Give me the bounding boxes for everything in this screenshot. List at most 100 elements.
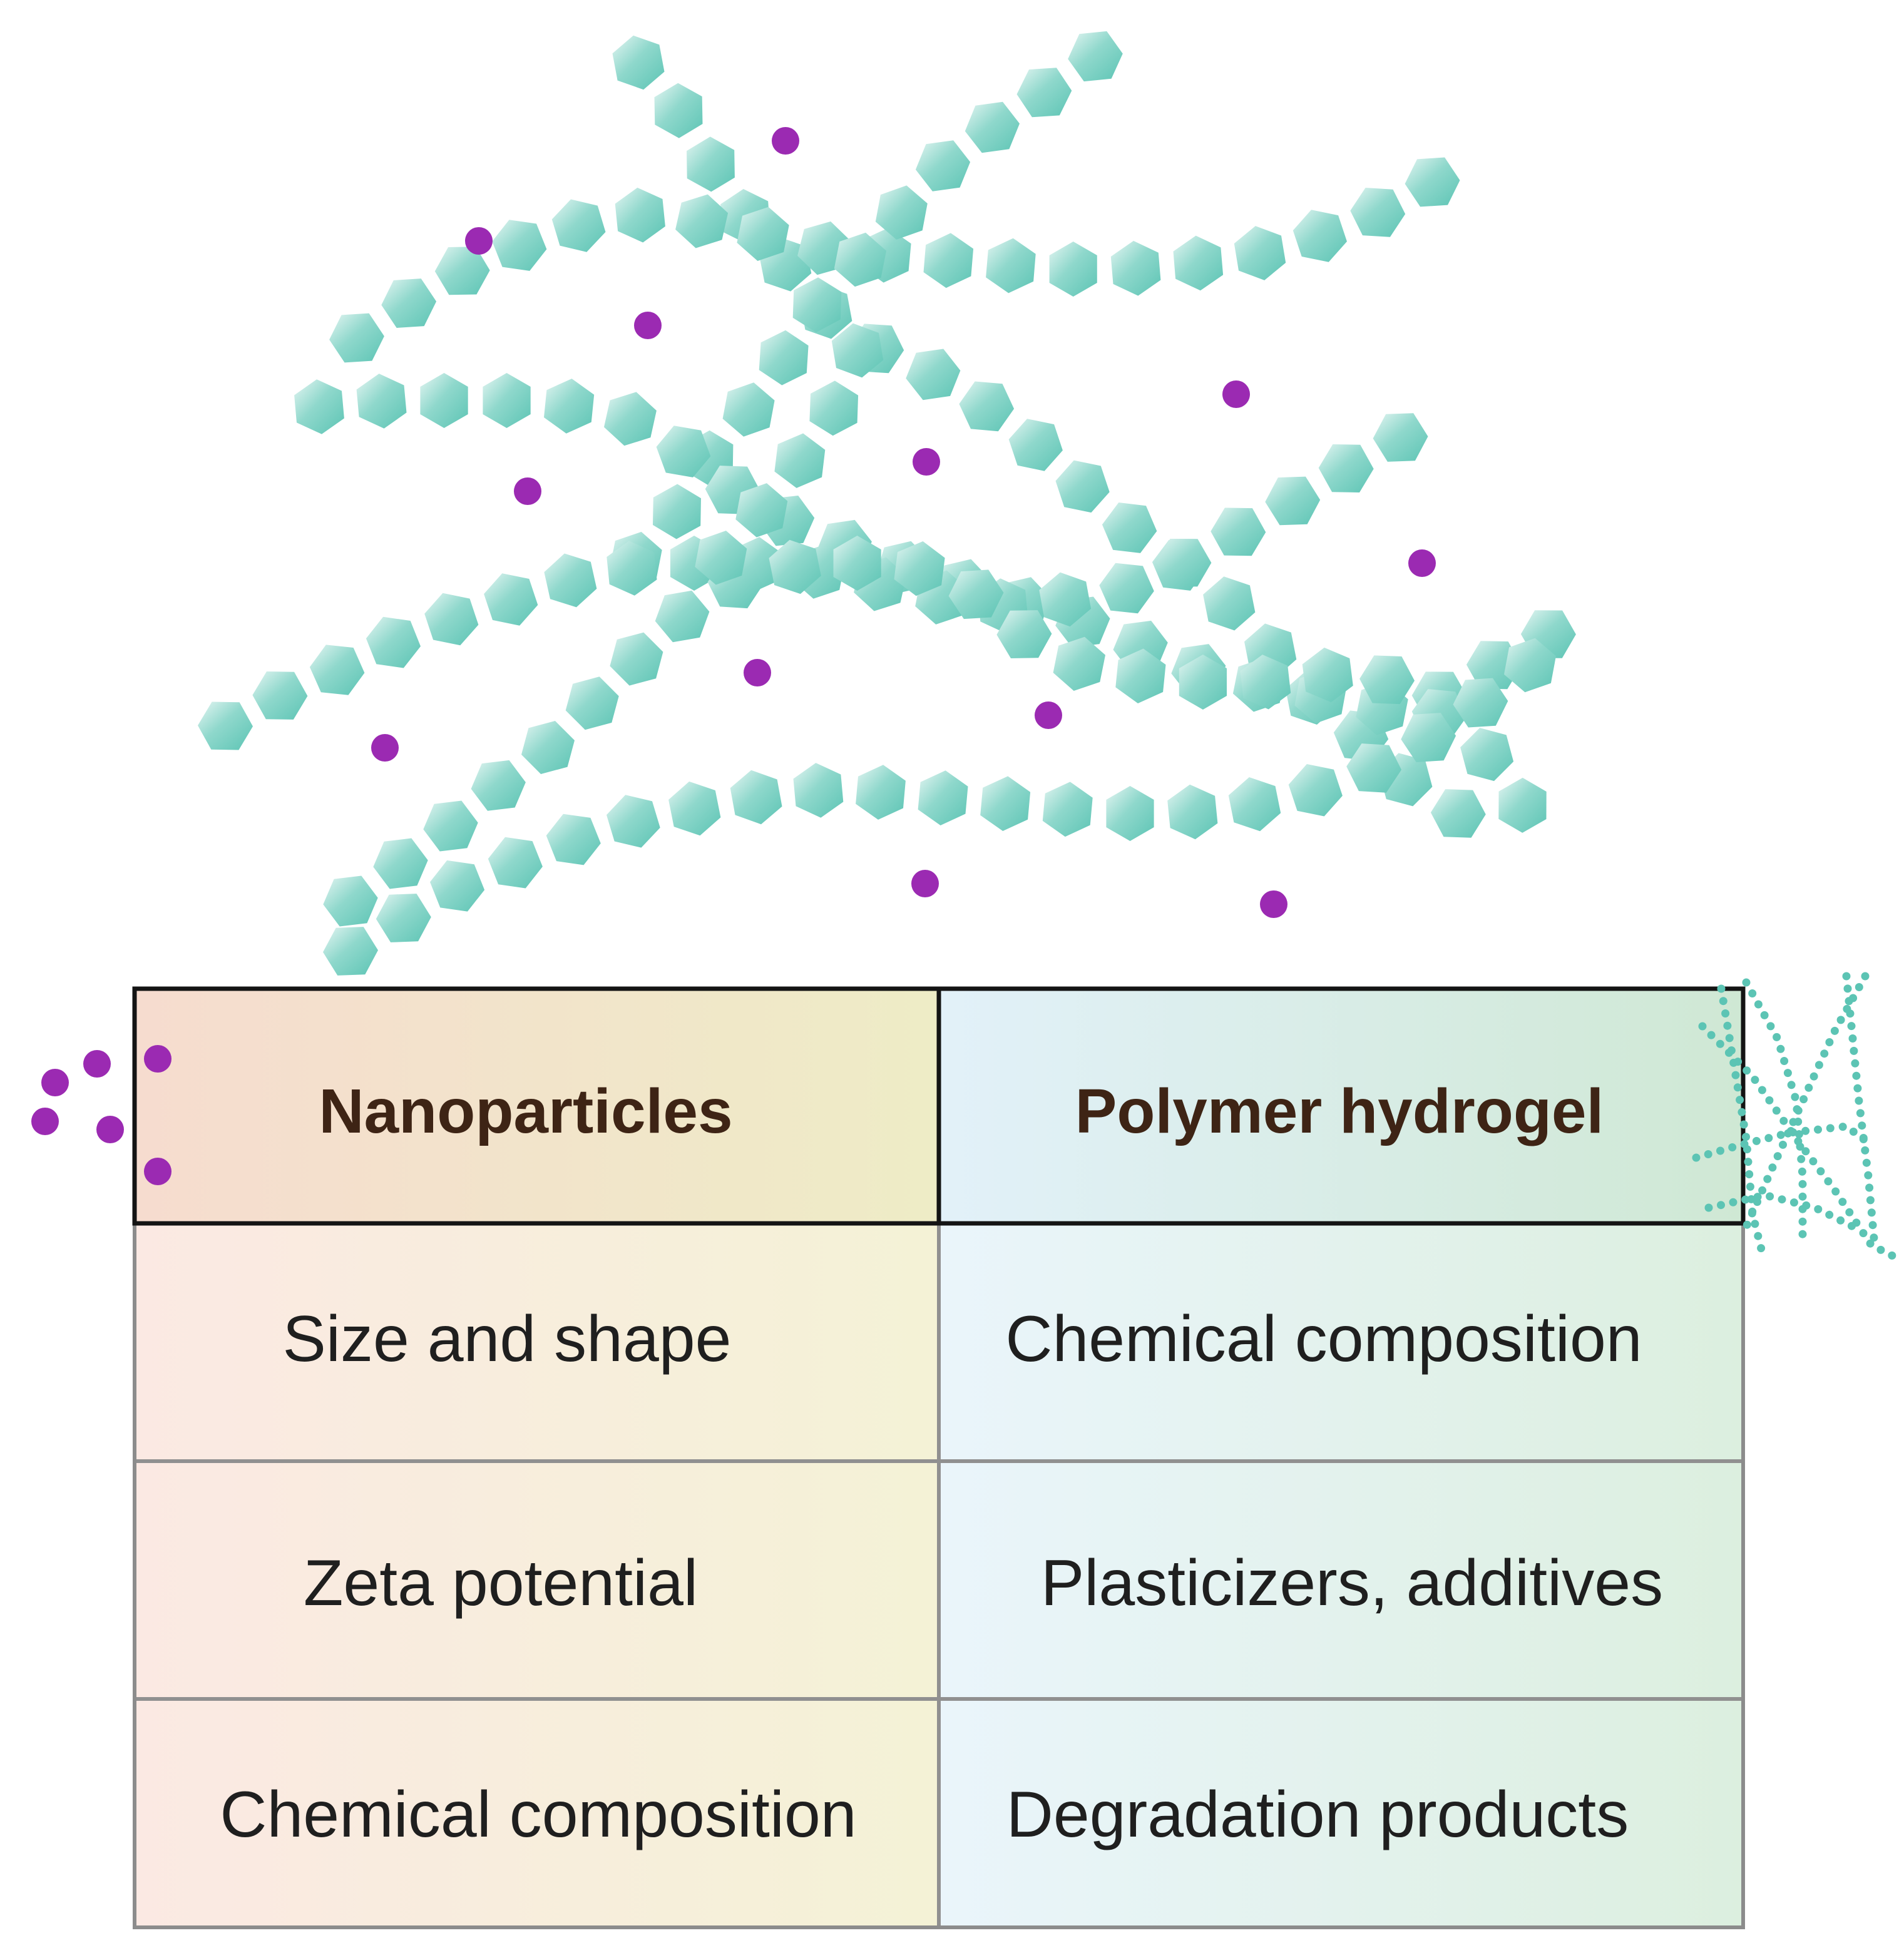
left-header-background — [135, 989, 939, 1223]
polymer-bead — [759, 330, 809, 385]
polymer-bead — [1156, 539, 1212, 587]
polymer-bead — [1228, 777, 1281, 832]
nanoparticle-scatter — [371, 127, 1436, 918]
comparison-table: Nanoparticles Polymer hydrogel Size and … — [132, 986, 1746, 1929]
hydrogel-bead — [1746, 1182, 1754, 1191]
hydrogel-bead — [1728, 1143, 1737, 1151]
polymer-bead — [986, 238, 1036, 293]
hydrogel-bead — [1859, 1229, 1868, 1238]
hydrogel-bead — [1780, 1057, 1789, 1065]
hydrogel-bead — [1831, 1187, 1840, 1196]
hydrogel-bead — [1866, 1196, 1875, 1205]
hydrogel-bead — [1766, 1022, 1775, 1031]
hydrogel-bead — [1765, 1096, 1774, 1104]
hydrogel-bead — [1719, 997, 1727, 1006]
polymer-bead — [655, 590, 710, 643]
polymer-bead — [1234, 226, 1286, 280]
hydrogel-bead — [1704, 1150, 1712, 1158]
polymer-bead — [1288, 764, 1343, 817]
hydrogel-bead — [1739, 1120, 1748, 1129]
hydrogel-bead — [1888, 1251, 1896, 1260]
polymer-bead — [948, 569, 1004, 620]
hydrogel-bead — [1744, 1158, 1753, 1166]
polymer-bead — [471, 760, 526, 811]
hydrogel-bead — [1867, 1208, 1876, 1217]
hydrogel-bead — [1742, 1133, 1750, 1141]
nanoparticle-dot — [144, 1158, 171, 1185]
nanoparticle — [634, 312, 662, 339]
hydrogel-bead — [1870, 1233, 1878, 1242]
hydrogel-bead — [1723, 1021, 1732, 1030]
cell-chemical-composition-nanoparticles: Chemical composition — [220, 1778, 856, 1851]
hydrogel-bead — [1801, 1147, 1810, 1156]
hydrogel-bead — [1797, 1155, 1806, 1163]
hydrogel-bead — [1754, 1000, 1763, 1009]
hydrogel-bead — [1845, 997, 1853, 1006]
polymer-bead — [653, 484, 701, 539]
polymer-bead — [1302, 647, 1353, 703]
hydrogel-bead — [1717, 984, 1726, 993]
hydrogel-bead — [1794, 1106, 1803, 1115]
hydrogel-bead — [1791, 1093, 1799, 1101]
hydrogel-bead — [1707, 1031, 1716, 1039]
polymer-bead — [329, 313, 384, 363]
nanoparticle — [1408, 549, 1436, 577]
polymer-bead — [774, 433, 826, 488]
hydrogel-bead — [1853, 1084, 1862, 1093]
hydrogel-bead — [1804, 1083, 1813, 1092]
hydrogel-bead — [1716, 1039, 1724, 1048]
polymer-bead — [722, 382, 775, 437]
polymer-bead — [1106, 786, 1154, 841]
polymer-bead — [875, 185, 928, 240]
hydrogel-bead — [1754, 1232, 1763, 1240]
hydrogel-bead — [1742, 978, 1751, 987]
hydrogel-bead — [1751, 1220, 1759, 1228]
nanoparticle-dot — [31, 1108, 59, 1135]
polymer-bead — [1008, 419, 1063, 471]
hydrogel-bead — [1758, 1086, 1766, 1094]
polymer-bead — [959, 381, 1015, 432]
polymer-bead — [1318, 444, 1374, 492]
polymer-bead — [1405, 157, 1460, 207]
polymer-bead — [792, 277, 842, 333]
hydrogel-bead — [1798, 1217, 1807, 1226]
hydrogel-bead — [1757, 1244, 1766, 1253]
cell-zeta-potential: Zeta potential — [304, 1547, 698, 1619]
hydrogel-bead — [1729, 1198, 1738, 1206]
hydrogel-bead — [1794, 1137, 1803, 1146]
hydrogel-bead — [1787, 1081, 1796, 1089]
cell-chemical-composition-polymer: Chemical composition — [1005, 1303, 1642, 1375]
hydrogel-bead — [1724, 1048, 1733, 1057]
polymer-bead — [654, 83, 703, 138]
polymer-bead — [252, 671, 308, 720]
polymer-bead — [1430, 789, 1486, 838]
polymer-bead — [737, 207, 789, 261]
hydrogel-bead — [1772, 1106, 1781, 1115]
hydrogel-bead — [1776, 1131, 1785, 1140]
hydrogel-bead — [1862, 1158, 1871, 1167]
hydrogel-bead — [1717, 1201, 1725, 1210]
polymer-bead — [1346, 743, 1402, 793]
polymer-bead — [856, 765, 906, 820]
hydrogel-bead — [1846, 1009, 1855, 1018]
polymer-bead — [793, 763, 844, 818]
hydrogel-bead — [1733, 1083, 1742, 1092]
hydrogel-bead — [1741, 1195, 1750, 1204]
polymer-bead — [695, 531, 747, 585]
polymer-bead — [546, 813, 601, 865]
nanoparticle — [1035, 701, 1062, 729]
cell-degradation-products: Degradation products — [1006, 1778, 1629, 1851]
polymer-bead — [1039, 572, 1092, 627]
hydrogel-bead — [1752, 1136, 1761, 1145]
polymer-bead — [1401, 713, 1456, 762]
right-header-background — [939, 989, 1743, 1223]
polymer-bead — [1042, 782, 1093, 837]
polymer-bead — [833, 536, 881, 591]
polymer-bead — [430, 860, 485, 912]
polymer-bead — [1373, 413, 1428, 462]
polymer-bead — [607, 541, 657, 596]
hydrogel-bead — [1859, 1134, 1868, 1142]
hydrogel-bead — [1858, 1121, 1866, 1130]
polymer-bead — [544, 553, 597, 608]
hydrogel-bead — [1820, 1049, 1829, 1058]
